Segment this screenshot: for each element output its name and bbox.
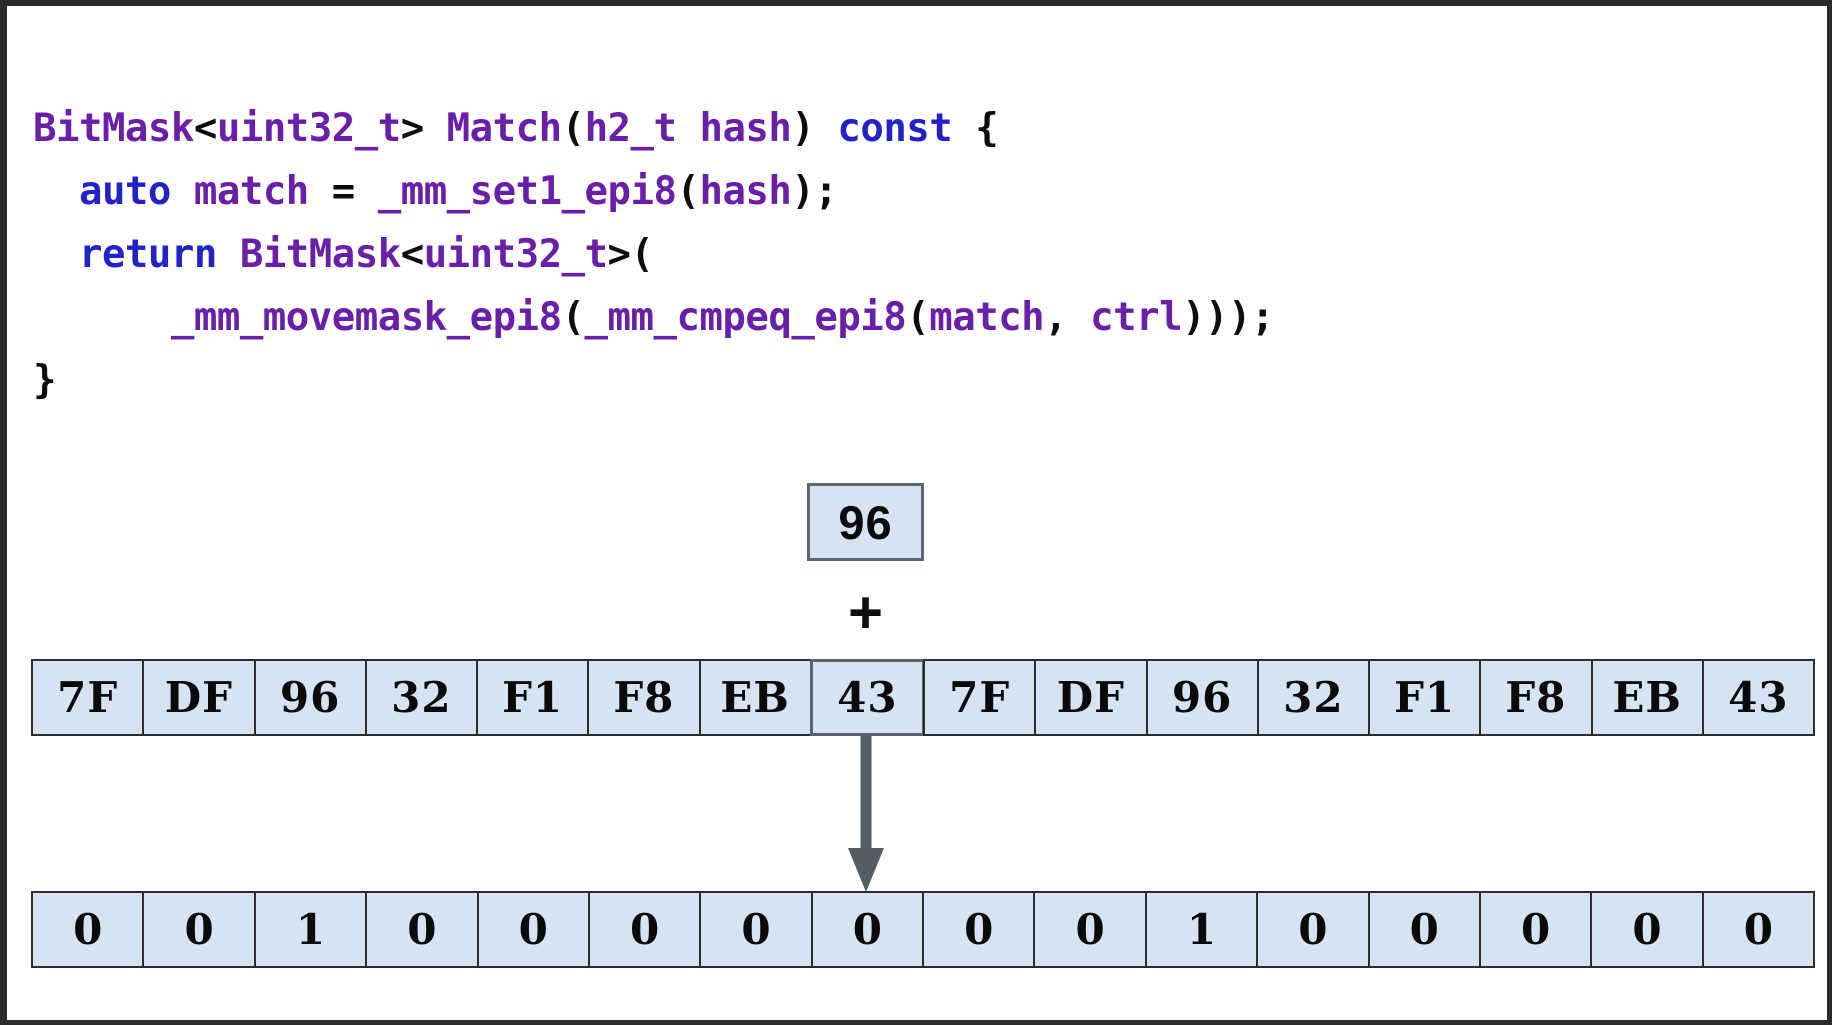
control-byte-cell: F1: [1368, 659, 1482, 736]
control-byte-cell: 32: [1256, 659, 1370, 736]
bitmask-cell: 0: [922, 891, 1036, 968]
code-token-punc: >(: [607, 232, 654, 277]
code-token-punc: )));: [1182, 295, 1274, 340]
bitmask-cell: 1: [1144, 891, 1259, 968]
code-token-kw: const: [837, 106, 953, 151]
code-token-id: hash: [699, 106, 792, 151]
control-byte-cell: F8: [587, 659, 701, 736]
code-token-type: BitMask: [239, 232, 401, 277]
code-token-punc: (: [561, 106, 585, 151]
code-token-punc: {: [952, 106, 999, 151]
plus-operator-icon: +: [847, 579, 884, 646]
code-token-punc: ): [791, 106, 838, 151]
control-byte-cell: 43: [1701, 659, 1815, 736]
bitmask-cell: 0: [1367, 891, 1481, 968]
code-line: auto match = _mm_set1_epi8(hash);: [33, 160, 1593, 223]
code-token-punc: [171, 169, 194, 214]
bitmask-cell: 1: [253, 891, 368, 968]
bitmask-cell: 0: [1590, 891, 1704, 968]
code-token-fn: Match: [446, 106, 562, 151]
code-token-id: match: [193, 169, 309, 214]
code-token-punc: [33, 169, 79, 214]
control-byte-cell: 7F: [923, 659, 1037, 736]
code-token-type: BitMask: [33, 106, 194, 151]
control-byte-cell: DF: [1034, 659, 1148, 736]
bitmask-cell: 0: [476, 891, 590, 968]
code-token-punc: >: [400, 106, 447, 151]
code-token-punc: (: [676, 169, 700, 214]
code-block: BitMask<uint32_t> Match(h2_t hash) const…: [33, 97, 1593, 412]
code-line: _mm_movemask_epi8(_mm_cmpeq_epi8(match, …: [33, 286, 1593, 349]
bitmask-cell: 0: [1478, 891, 1593, 968]
code-token-type: h2_t: [584, 106, 677, 151]
code-token-punc: [217, 232, 240, 277]
down-arrow-icon: [848, 736, 884, 892]
code-token-punc: (: [906, 295, 930, 340]
code-line: BitMask<uint32_t> Match(h2_t hash) const…: [33, 97, 1593, 160]
code-token-id: ctrl: [1090, 295, 1183, 340]
code-token-id: match: [929, 295, 1045, 340]
bitmask-cell: 0: [1256, 891, 1370, 968]
control-byte-cell: 96: [253, 659, 367, 736]
code-token-punc: <: [193, 106, 217, 151]
code-token-type: uint32_t: [423, 232, 608, 277]
code-token-kw: return: [78, 232, 217, 277]
code-line: }: [33, 349, 1593, 412]
control-byte-cell: F1: [476, 659, 590, 736]
code-token-punc: =: [308, 169, 378, 214]
code-line: return BitMask<uint32_t>(: [33, 223, 1593, 286]
control-byte-cell: EB: [1590, 659, 1704, 736]
code-token-kw: auto: [78, 169, 171, 214]
bitmask-cell: 0: [699, 891, 813, 968]
code-token-punc: [33, 232, 79, 277]
bitmask-cell: 0: [1701, 891, 1815, 968]
code-token-fn: _mm_set1_epi8: [377, 169, 677, 214]
control-byte-cell: EB: [698, 659, 812, 736]
control-byte-cell: 7F: [31, 659, 145, 736]
code-token-type: uint32_t: [216, 106, 401, 151]
bitmask-cell: 0: [365, 891, 479, 968]
code-token-fn: _mm_cmpeq_epi8: [584, 295, 907, 340]
control-byte-cell: F8: [1479, 659, 1593, 736]
code-token-fn: _mm_movemask_epi8: [170, 295, 562, 340]
code-token-punc: <: [400, 232, 424, 277]
bitmask-cell: 0: [31, 891, 145, 968]
code-token-punc: );: [791, 169, 838, 214]
control-byte-cell: DF: [142, 659, 256, 736]
code-token-punc: ,: [1044, 295, 1091, 340]
control-byte-cell: 96: [1145, 659, 1259, 736]
control-byte-cell: 43: [809, 659, 925, 736]
hash-byte-box: 96: [807, 483, 924, 561]
bitmask-cell: 0: [1033, 891, 1147, 968]
bitmask-cell: 0: [810, 891, 924, 968]
control-byte-cell: 32: [364, 659, 478, 736]
bitmask-cell: 0: [587, 891, 702, 968]
code-token-punc: [33, 295, 171, 340]
bitmask-cell: 0: [142, 891, 256, 968]
code-token-punc: }: [33, 358, 56, 403]
code-token-id: hash: [699, 169, 792, 214]
code-token-punc: (: [561, 295, 585, 340]
code-token-punc: [676, 106, 699, 151]
